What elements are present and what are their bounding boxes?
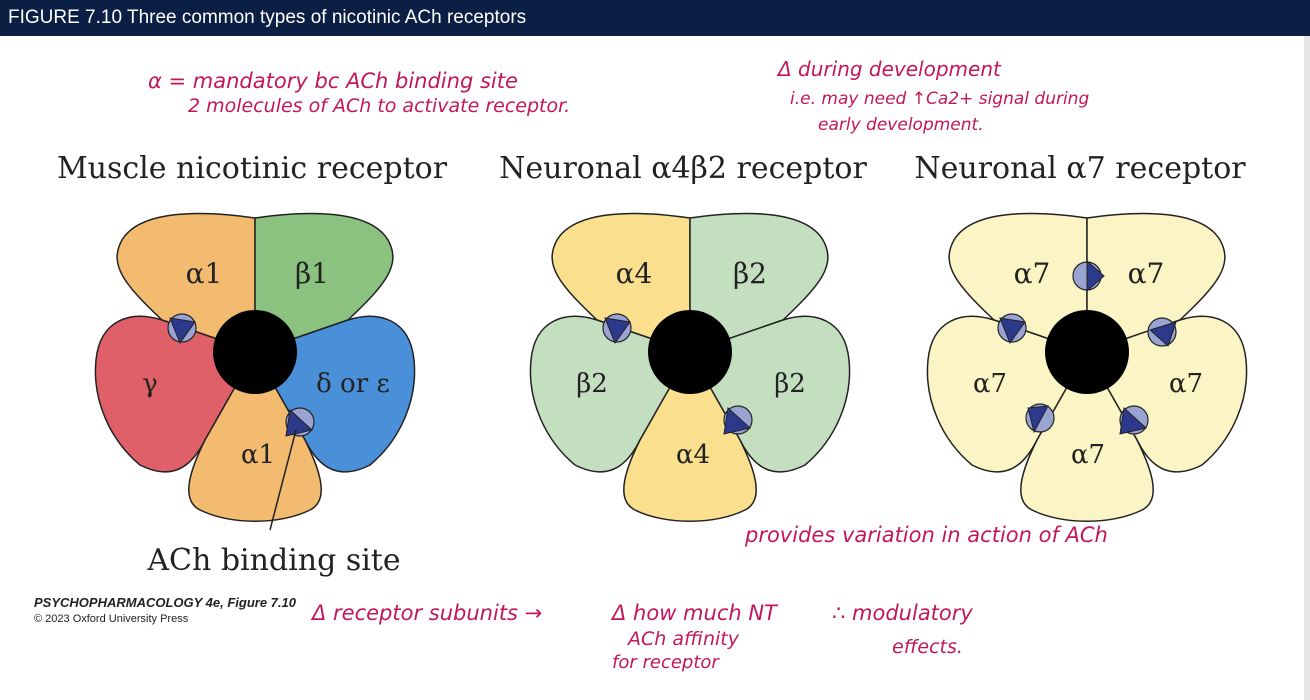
binding-site-label: ACh binding site (146, 543, 400, 578)
note-two-molecules: 2 molecules of ACh to activate receptor. (188, 95, 570, 117)
binding-site-pointer-line (269, 429, 297, 531)
note-modulatory: ∴ modulatory (832, 601, 973, 625)
a7-binding-site-lower-left (1025, 403, 1055, 434)
a4b2-binding-site-upper (602, 313, 632, 345)
muscle-label-delta: δ or ε (316, 369, 390, 399)
a7-pore (1045, 310, 1129, 394)
muscle-binding-site-lower (285, 407, 315, 437)
note-receptor-subunits: Δ receptor subunits → (310, 601, 542, 625)
a7-label-right: α7 (1169, 369, 1203, 399)
a7-binding-site-top (1072, 259, 1105, 293)
a7-subunit-top-left (948, 212, 1088, 354)
note-how-much-nt: Δ how much NT (610, 601, 779, 625)
note-early-development: early development. (818, 115, 984, 135)
a7-subunit-bottom (1020, 350, 1154, 522)
note-for-receptor: for receptor (612, 652, 720, 673)
a4b2-receptor-title: Neuronal α4β2 receptor (499, 151, 867, 186)
muscle-pore (213, 310, 297, 394)
muscle-binding-site-upper (167, 313, 197, 345)
note-ach-affinity: ACh affinity (626, 628, 740, 650)
muscle-subunit-alpha1-top (116, 212, 256, 354)
note-variation: provides variation in action of ACh (744, 523, 1108, 547)
a4b2-subunit-alpha4-bottom (623, 350, 757, 522)
note-calcium-signal: i.e. may need ↑Ca2+ signal during (790, 89, 1089, 109)
note-during-development: Δ during development (776, 57, 1002, 81)
muscle-receptor-title: Muscle nicotinic receptor (57, 151, 448, 186)
a7-label-left: α7 (973, 369, 1007, 399)
a4b2-label-beta2-left: β2 (576, 369, 608, 399)
muscle-label-alpha1-bottom: α1 (241, 440, 275, 470)
credit-line-1: PSYCHOPHARMACOLOGY 4e, Figure 7.10 (34, 595, 297, 610)
a4b2-label-beta2-right: β2 (774, 369, 806, 399)
a7-label-top-right: α7 (1128, 257, 1165, 290)
a7-binding-site-left (997, 313, 1027, 345)
a4b2-pore (648, 310, 732, 394)
a4b2-label-beta2-top: β2 (733, 257, 767, 290)
a4b2-subunit-beta2-top (689, 212, 829, 354)
figure-title: FIGURE 7.10 Three common types of nicoti… (8, 7, 527, 28)
note-alpha-mandatory: α = mandatory bc ACh binding site (148, 69, 518, 93)
credit-line-2: © 2023 Oxford University Press (34, 613, 189, 625)
a7-binding-site-right (1147, 317, 1177, 347)
a7-label-bottom: α7 (1071, 440, 1105, 470)
a4b2-label-alpha4-bottom: α4 (676, 440, 710, 470)
figure-title-bar: FIGURE 7.10 Three common types of nicoti… (0, 0, 1310, 36)
a7-receptor: α7 α7 α7 α7 α7 (926, 212, 1248, 522)
a7-receptor-title: Neuronal α7 receptor (914, 151, 1246, 186)
note-effects: effects. (892, 636, 963, 658)
muscle-receptor: α1 β1 γ δ or ε α1 (94, 212, 416, 531)
a7-label-top-left: α7 (1014, 257, 1051, 290)
muscle-label-alpha1-top: α1 (186, 257, 223, 290)
a7-subunit-top-right (1086, 212, 1226, 354)
muscle-subunit-alpha1-bottom (188, 350, 322, 522)
a7-binding-site-lower-right (1119, 405, 1149, 435)
muscle-subunit-beta1 (254, 212, 394, 354)
a4b2-receptor: α4 β2 β2 β2 α4 (529, 212, 851, 522)
muscle-label-beta1: β1 (295, 257, 329, 290)
scrollbar[interactable] (1304, 36, 1310, 700)
a4b2-binding-site-lower (723, 405, 753, 435)
muscle-label-gamma: γ (142, 369, 158, 399)
a4b2-subunit-alpha4-top (551, 212, 691, 354)
a4b2-label-alpha4-top: α4 (616, 257, 653, 290)
